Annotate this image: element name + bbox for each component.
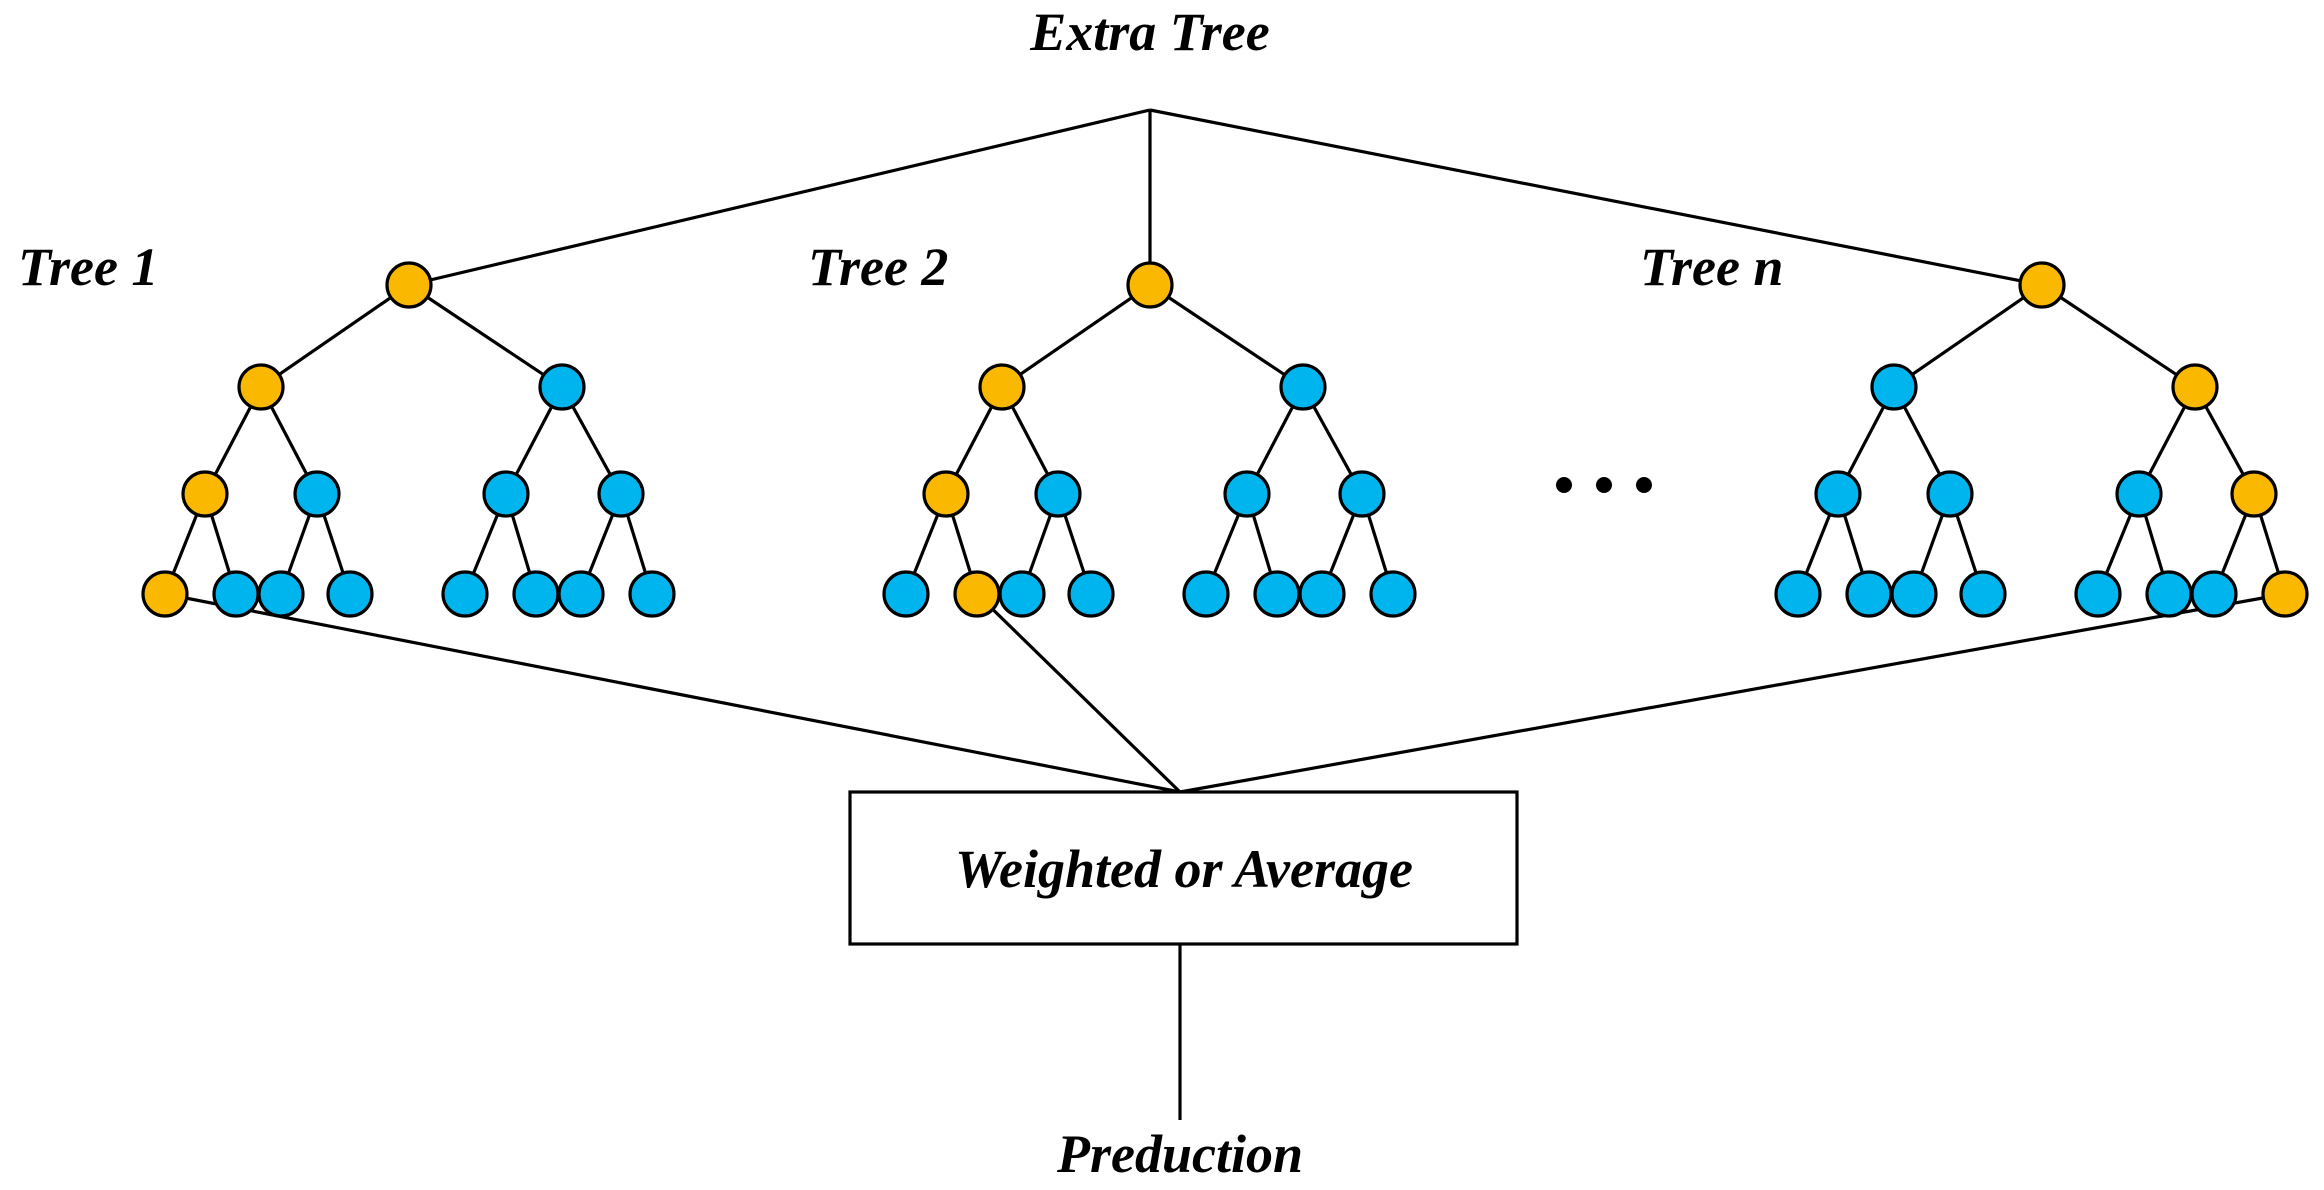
root-node-orange xyxy=(385,261,433,309)
root-node-orange xyxy=(2018,261,2066,309)
tree-edge xyxy=(260,283,410,389)
nodes xyxy=(141,261,2309,618)
tree-edge xyxy=(1149,283,1304,389)
tree-node-blue xyxy=(1926,470,1974,518)
tree-2-label: Tree 2 xyxy=(808,237,948,297)
tree-edge xyxy=(1001,283,1151,389)
tree-node-orange xyxy=(237,363,285,411)
tree-edge xyxy=(1893,283,2043,389)
ensemble-edge xyxy=(1149,108,2043,287)
ellipsis xyxy=(1556,477,1652,493)
tree-node-blue xyxy=(293,470,341,518)
tree-node-blue xyxy=(1774,570,1822,618)
tree-node-blue xyxy=(557,570,605,618)
tree-node-blue xyxy=(482,470,530,518)
ellipsis-dot xyxy=(1596,477,1612,493)
tree-node-blue xyxy=(257,570,305,618)
vote-edge xyxy=(975,592,1182,794)
tree-node-blue xyxy=(1298,570,1346,618)
tree-node-blue xyxy=(1845,570,1893,618)
tree-node-orange xyxy=(181,470,229,518)
tree-node-blue xyxy=(538,363,586,411)
tree-node-orange xyxy=(922,470,970,518)
tree-node-blue xyxy=(1279,363,1327,411)
output-label: Preduction xyxy=(1056,1124,1303,1184)
tree-node-orange xyxy=(2171,363,2219,411)
tree-node-orange xyxy=(953,570,1001,618)
tree-node-blue xyxy=(998,570,1046,618)
tree-node-blue xyxy=(1890,570,1938,618)
aggregator-box xyxy=(848,790,1519,946)
tree-node-blue xyxy=(2115,470,2163,518)
tree-1-label: Tree 1 xyxy=(18,237,158,297)
tree-node-blue xyxy=(1870,363,1918,411)
tree-node-blue xyxy=(2145,570,2193,618)
tree-node-blue xyxy=(1223,470,1271,518)
tree-node-blue xyxy=(882,570,930,618)
tree-node-blue xyxy=(212,570,260,618)
tree-node-blue xyxy=(1338,470,1386,518)
aggregator-label: Weighted or Average xyxy=(955,839,1413,899)
tree-node-blue xyxy=(512,570,560,618)
tree-node-blue xyxy=(2074,570,2122,618)
edges xyxy=(163,108,2287,794)
tree-node-blue xyxy=(1034,470,1082,518)
title-label: Extra Tree xyxy=(1029,2,1269,62)
tree-node-blue xyxy=(326,570,374,618)
tree-node-blue xyxy=(1253,570,1301,618)
tree-node-blue xyxy=(628,570,676,618)
tree-node-blue xyxy=(597,470,645,518)
tree-node-blue xyxy=(1067,570,1115,618)
tree-node-blue xyxy=(441,570,489,618)
ensemble-edge xyxy=(408,108,1151,287)
ellipsis-dot xyxy=(1556,477,1572,493)
vote-edge xyxy=(1179,592,2286,794)
root-node-orange xyxy=(1126,261,1174,309)
tree-node-blue xyxy=(1959,570,2007,618)
tree-node-blue xyxy=(2190,570,2238,618)
tree-node-blue xyxy=(1182,570,1230,618)
ellipsis-dot xyxy=(1636,477,1652,493)
tree-node-orange xyxy=(978,363,1026,411)
tree-node-blue xyxy=(1369,570,1417,618)
tree-n-label: Tree n xyxy=(1640,237,1783,297)
tree-node-blue xyxy=(1814,470,1862,518)
tree-node-orange xyxy=(2230,470,2278,518)
tree-edge xyxy=(2041,283,2196,389)
vote-edge xyxy=(164,592,1181,794)
tree-node-orange xyxy=(2261,570,2309,618)
tree-node-orange xyxy=(141,570,189,618)
tree-edge xyxy=(408,283,563,389)
